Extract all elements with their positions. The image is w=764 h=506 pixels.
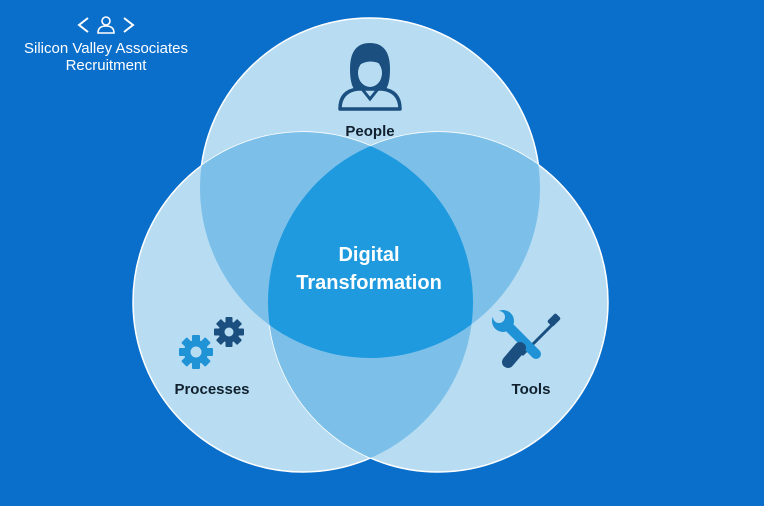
- brand-logo: Silicon Valley Associates Recruitment: [4, 12, 208, 74]
- brand-tagline: Recruitment: [65, 57, 147, 74]
- label-processes: Processes: [174, 381, 249, 398]
- person-icon: [338, 43, 402, 111]
- label-tools: Tools: [512, 381, 551, 398]
- center-label-line1: Digital: [338, 244, 399, 266]
- label-people: People: [345, 123, 394, 140]
- overlap-center: [268, 132, 473, 358]
- user-code-icon: [77, 16, 135, 34]
- gears-icon: [179, 317, 244, 369]
- brand-name: Silicon Valley Associates: [24, 40, 188, 57]
- brand-mark: [4, 12, 208, 38]
- wrench-screwdriver-icon: [492, 310, 561, 368]
- center-label-line2: Transformation: [296, 272, 442, 294]
